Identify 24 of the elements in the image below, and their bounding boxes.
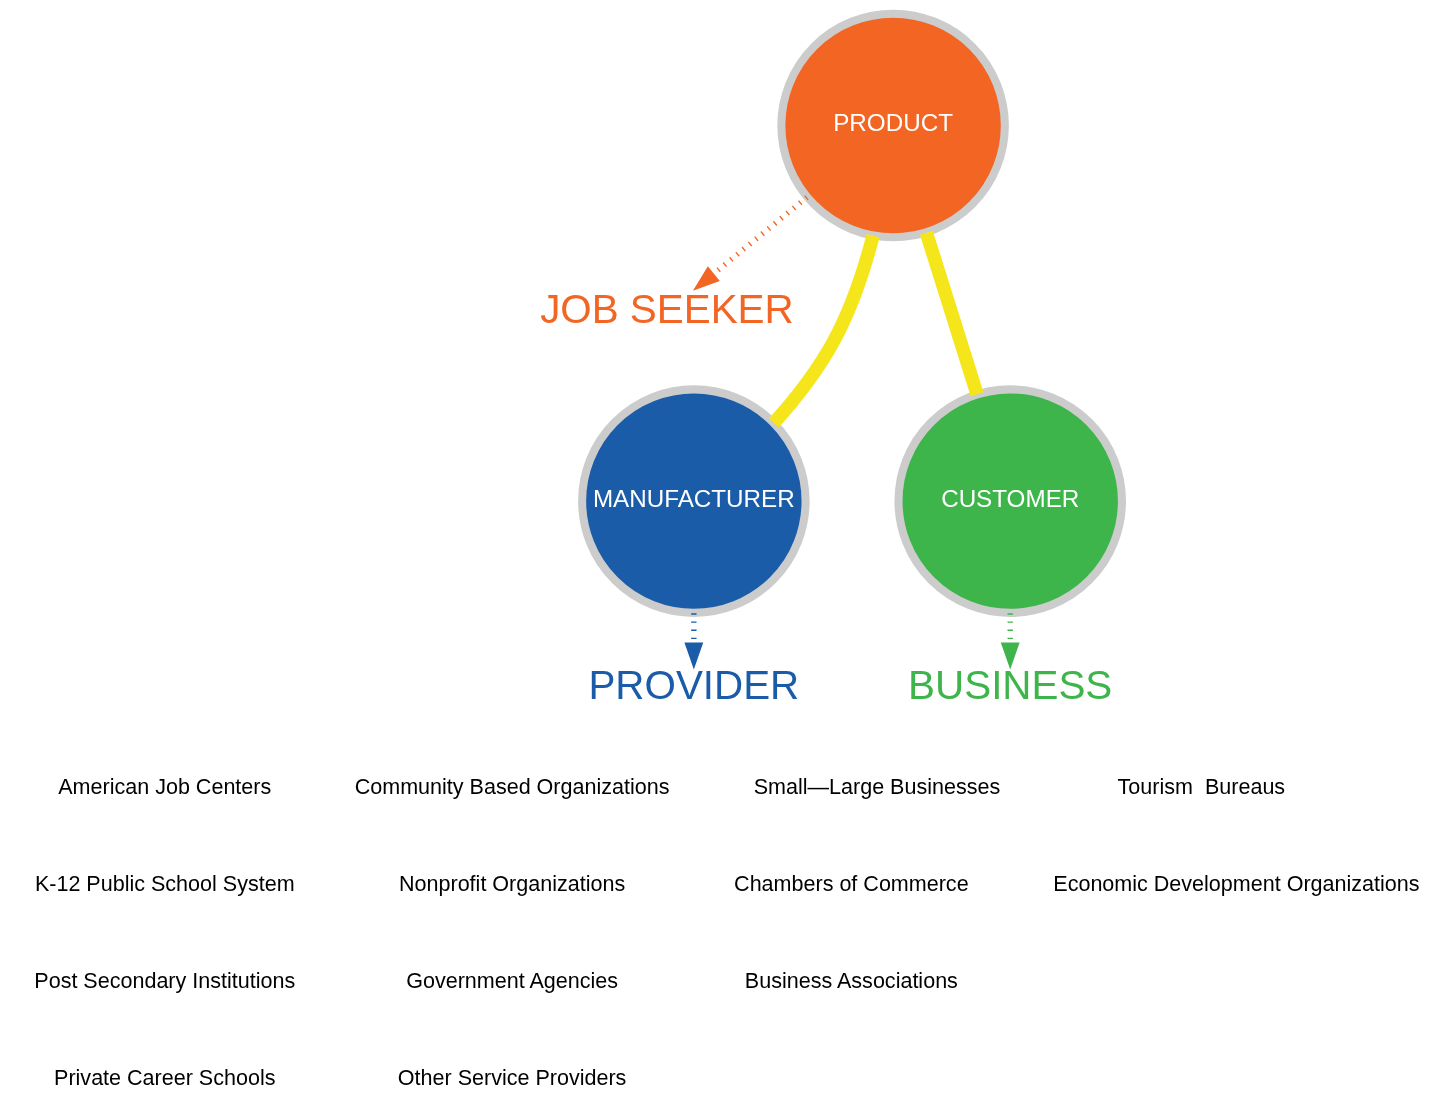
connector <box>919 230 984 397</box>
node-circle: PRODUCT <box>777 9 1009 242</box>
node-circle: CUSTOMER <box>894 385 1126 617</box>
label: American Job Centers <box>58 775 272 800</box>
connector <box>768 233 880 428</box>
label: Small—Large Businesses <box>753 775 1001 800</box>
label: Post Secondary Institutions <box>34 969 296 994</box>
node-text: JOB SEEKER <box>540 286 794 333</box>
label: Business Associations <box>744 969 958 994</box>
node-text: BUSINESS <box>908 662 1113 709</box>
label: Private Career Schools <box>54 1066 276 1091</box>
label: Tourism Bureaus <box>1117 775 1286 800</box>
arrow <box>692 195 809 291</box>
arrow <box>1000 613 1020 670</box>
node-circle: MANUFACTURER <box>578 385 810 617</box>
arrow <box>684 613 704 670</box>
node-text: PROVIDER <box>588 662 800 709</box>
label: Chambers of Commerce <box>734 872 969 897</box>
label: K-12 Public School System <box>34 872 295 897</box>
label: Government Agencies <box>406 969 619 994</box>
label: Nonprofit Organizations <box>399 872 626 897</box>
label: Other Service Providers <box>397 1066 627 1091</box>
label: Economic Development Organizations <box>1053 872 1420 897</box>
label: Community Based Organizations <box>354 775 670 800</box>
